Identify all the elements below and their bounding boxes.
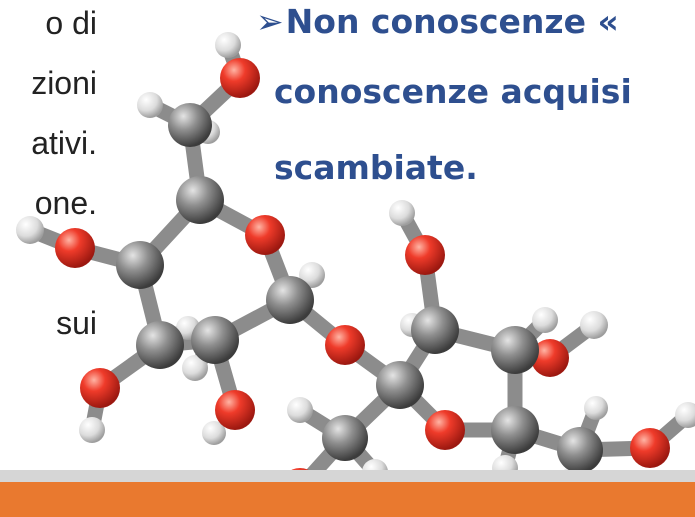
carbon-atoms xyxy=(116,103,603,473)
text-line: one. xyxy=(34,185,97,221)
text-line: zioni xyxy=(31,65,97,101)
footer-band-gray xyxy=(0,470,695,482)
heading-line-1: ➢Non conoscenze « xyxy=(256,2,619,41)
arrow-bullet-icon: ➢ xyxy=(256,2,284,41)
heading-text: Non conoscenze « xyxy=(285,2,619,41)
heading-line-3: scambiate. xyxy=(274,148,478,187)
text-line: sui xyxy=(56,305,97,341)
footer-band-orange xyxy=(0,482,695,517)
text-line: o di xyxy=(45,5,97,41)
text-line: ativi. xyxy=(31,125,97,161)
heading-line-2: conoscenze acquisi xyxy=(274,72,632,111)
